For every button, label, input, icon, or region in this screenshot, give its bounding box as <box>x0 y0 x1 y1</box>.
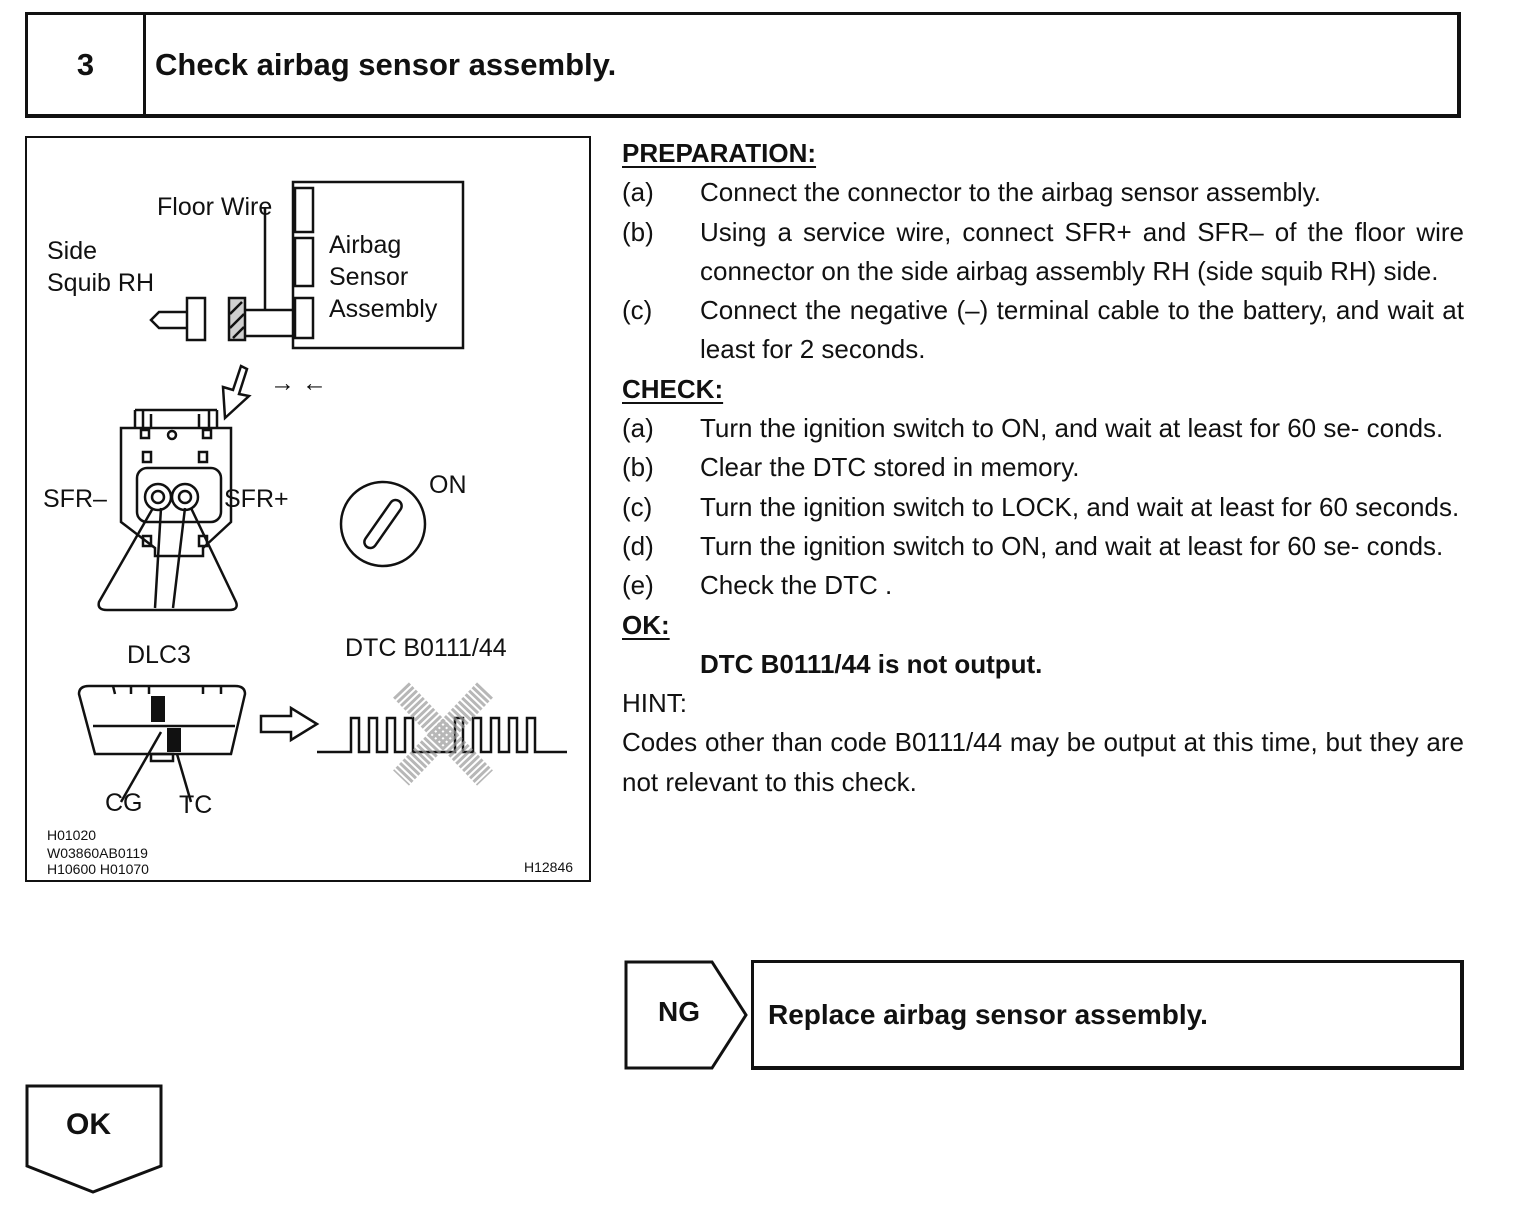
label-cg: CG <box>105 789 143 817</box>
label-assembly: Assembly <box>329 295 438 323</box>
label-side: Side <box>47 237 98 265</box>
label-on: ON <box>429 471 467 499</box>
hint-heading: HINT: <box>622 688 687 719</box>
label-airbag: Airbag <box>329 231 402 259</box>
check-item: (a) Turn the ignition switch to ON, and … <box>622 413 1444 444</box>
check-heading: CHECK: <box>622 373 724 404</box>
label-squib-rh: Squib RH <box>47 269 154 297</box>
label-sfr-plus: SFR+ <box>224 485 289 513</box>
label-arrows: → ← <box>270 369 327 397</box>
ng-arrow-shape <box>624 960 748 1070</box>
label-dtc: DTC B0111/44 <box>345 634 507 662</box>
hollow-arrow-icon <box>221 364 252 421</box>
ok-flow-shape <box>25 1084 163 1194</box>
service-wire <box>97 507 238 612</box>
ng-action: Replace airbag sensor assembly. <box>751 960 1464 1070</box>
label-sfr-minus: SFR– <box>43 485 107 513</box>
procedure-text: PREPARATION: (a) Connect the connector t… <box>622 134 1464 802</box>
step-title: Check airbag sensor assembly. <box>155 46 617 82</box>
illustration-drawing <box>77 180 567 803</box>
squib-connector <box>185 296 207 342</box>
dlc3-connector <box>77 684 247 756</box>
ignition-key-icon <box>339 480 427 568</box>
ok-value: DTC B0111/44 is not output. <box>700 648 1043 679</box>
step-header: 3 Check airbag sensor assembly. <box>25 12 1461 118</box>
right-arrow-icon <box>259 705 320 743</box>
step-number: 3 <box>28 15 146 114</box>
check-item: (c) Turn the ignition switch to LOCK, an… <box>622 491 1460 522</box>
hint-text: Codes other than code B0111/44 may be ou… <box>622 727 1464 797</box>
figure-code-2: W03860AB0119 <box>47 845 148 861</box>
prep-item: (b) Using a service wire, connect SFR+ a… <box>622 216 1464 286</box>
ng-branch: NG Replace airbag sensor assembly. <box>624 960 1464 1070</box>
label-dlc3: DLC3 <box>127 641 191 669</box>
label-sensor: Sensor <box>329 263 409 291</box>
figure-code-3: H10600 H01070 <box>47 861 149 877</box>
figure-ref-code: H12846 <box>524 859 574 875</box>
check-item: (b) Clear the DTC stored in memory. <box>622 452 1080 483</box>
ok-flow-label: OK <box>66 1108 111 1141</box>
cross-out-mark <box>393 682 493 786</box>
figure-code-1: H01020 <box>47 827 97 843</box>
label-floor-wire: Floor Wire <box>157 193 273 221</box>
ng-label: NG <box>658 996 700 1027</box>
prep-item: (c) Connect the negative (–) terminal ca… <box>622 295 1464 365</box>
preparation-heading: PREPARATION: <box>622 138 817 168</box>
ok-heading: OK: <box>622 609 670 640</box>
floor-connector-face <box>119 426 233 558</box>
check-item: (e) Check the DTC . <box>622 570 893 601</box>
sensor-assembly-box <box>291 180 465 350</box>
check-item: (d) Turn the ignition switch to ON, and … <box>622 530 1444 561</box>
illustration-figure: Floor Wire Side Squib RH Airbag Sensor A… <box>25 136 591 882</box>
prep-item: (a) Connect the connector to the airbag … <box>622 177 1321 208</box>
label-tc: TC <box>179 791 213 819</box>
